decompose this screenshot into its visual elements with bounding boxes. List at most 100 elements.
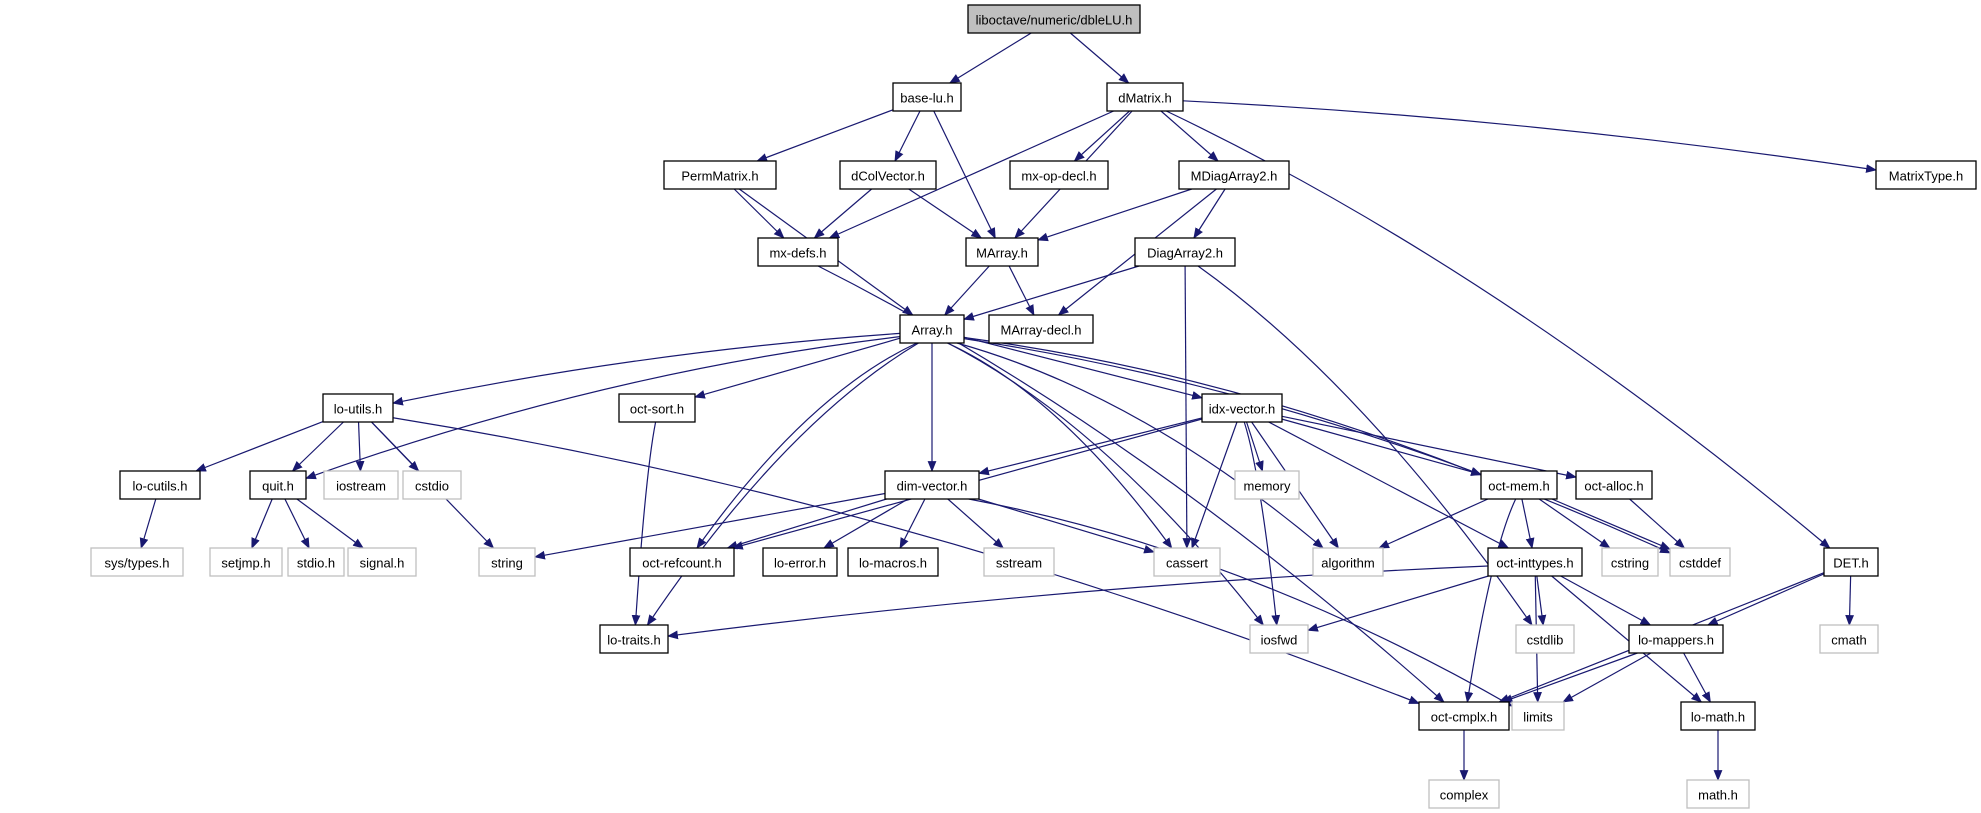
node-label-lo-utils: lo-utils.h	[334, 402, 382, 417]
node-box-oct-cmplx[interactable]	[1418, 701, 1510, 731]
node-box-oct-sort[interactable]	[618, 393, 696, 423]
node-idx-vector[interactable]: idx-vector.h	[1201, 393, 1283, 423]
node-box-Array[interactable]	[899, 314, 965, 344]
node-box-lo-traits[interactable]	[599, 624, 669, 654]
node-label-PermMatrix: PermMatrix.h	[681, 169, 758, 184]
node-box-dim-vector[interactable]	[884, 470, 980, 500]
edge-lo-mappers-to-lo-math	[1683, 652, 1711, 703]
node-box-mx-op-decl[interactable]	[1009, 160, 1109, 190]
edge-quit-to-setjmp	[251, 498, 273, 550]
node-label-string: string	[491, 556, 523, 571]
node-mx-op-decl[interactable]: mx-op-decl.h	[1009, 160, 1109, 190]
node-MArray[interactable]: MArray.h	[965, 237, 1039, 267]
node-box-MArray[interactable]	[965, 237, 1039, 267]
node-label-cstdio: cstdio	[415, 479, 449, 494]
node-label-lo-traits: lo-traits.h	[607, 633, 660, 648]
node-label-iosfwd: iosfwd	[1261, 633, 1298, 648]
edge-root-to-dMatrix	[1069, 32, 1130, 84]
node-box-lo-utils[interactable]	[322, 393, 394, 423]
node-box-lo-error[interactable]	[762, 547, 838, 577]
node-lo-traits[interactable]: lo-traits.h	[599, 624, 669, 654]
node-lo-error[interactable]: lo-error.h	[762, 547, 838, 577]
node-box-lo-macros[interactable]	[847, 547, 939, 577]
node-oct-mem[interactable]: oct-mem.h	[1480, 470, 1558, 500]
node-cmath: cmath	[1819, 624, 1879, 654]
edge-idx-vector-to-oct-inttypes	[1268, 421, 1510, 549]
node-box-oct-refcount[interactable]	[629, 547, 735, 577]
node-MDiagArray2[interactable]: MDiagArray2.h	[1178, 160, 1290, 190]
node-dColVector[interactable]: dColVector.h	[839, 160, 937, 190]
edge-dim-vector-to-oct-refcount	[726, 498, 887, 550]
node-dMatrix[interactable]: dMatrix.h	[1106, 82, 1184, 112]
node-oct-cmplx[interactable]: oct-cmplx.h	[1418, 701, 1510, 731]
node-box-lo-cutils[interactable]	[119, 470, 201, 500]
node-box-memory	[1234, 470, 1300, 500]
edge-dim-vector-to-string	[533, 492, 886, 560]
edge-dim-vector-to-lo-macros	[899, 498, 926, 549]
node-mx-defs[interactable]: mx-defs.h	[757, 237, 839, 267]
node-label-oct-mem: oct-mem.h	[1488, 479, 1549, 494]
node-MatrixType[interactable]: MatrixType.h	[1875, 160, 1977, 190]
node-box-cstddef	[1669, 547, 1731, 577]
edge-oct-inttypes-to-cstdlib	[1536, 575, 1547, 627]
node-box-PermMatrix[interactable]	[663, 160, 777, 190]
node-box-root[interactable]	[967, 4, 1141, 34]
node-base-lu[interactable]: base-lu.h	[892, 82, 962, 112]
node-box-MArray-decl[interactable]	[988, 314, 1094, 344]
node-box-sstream	[983, 547, 1055, 577]
node-label-cstddef: cstddef	[1679, 556, 1721, 571]
node-sstream: sstream	[983, 547, 1055, 577]
node-label-limits: limits	[1523, 710, 1553, 725]
node-box-MatrixType[interactable]	[1875, 160, 1977, 190]
edge-quit-to-stdio	[284, 498, 310, 549]
node-lo-utils[interactable]: lo-utils.h	[322, 393, 394, 423]
node-oct-sort[interactable]: oct-sort.h	[618, 393, 696, 423]
node-box-lo-mappers[interactable]	[1628, 624, 1724, 654]
node-oct-alloc[interactable]: oct-alloc.h	[1575, 470, 1653, 500]
node-oct-refcount[interactable]: oct-refcount.h	[629, 547, 735, 577]
node-root[interactable]: liboctave/numeric/dbleLU.h	[967, 4, 1141, 34]
node-quit[interactable]: quit.h	[249, 470, 307, 500]
node-box-oct-alloc[interactable]	[1575, 470, 1653, 500]
edge-dim-vector-to-limits	[968, 498, 1513, 707]
edge-oct-mem-to-cstring	[1538, 498, 1611, 549]
edge-Array-to-lo-traits	[646, 342, 919, 626]
node-label-memory: memory	[1244, 479, 1291, 494]
node-box-signal	[347, 547, 417, 577]
edge-Array-to-quit	[304, 336, 901, 480]
node-lo-macros[interactable]: lo-macros.h	[847, 547, 939, 577]
node-box-MDiagArray2[interactable]	[1178, 160, 1290, 190]
node-box-oct-mem[interactable]	[1480, 470, 1558, 500]
node-box-quit[interactable]	[249, 470, 307, 500]
node-box-idx-vector[interactable]	[1201, 393, 1283, 423]
node-box-DiagArray2[interactable]	[1134, 237, 1236, 267]
node-box-dMatrix[interactable]	[1106, 82, 1184, 112]
node-lo-mappers[interactable]: lo-mappers.h	[1628, 624, 1724, 654]
node-box-base-lu[interactable]	[892, 82, 962, 112]
node-label-quit: quit.h	[262, 479, 294, 494]
node-label-dMatrix: dMatrix.h	[1118, 91, 1171, 106]
node-PermMatrix[interactable]: PermMatrix.h	[663, 160, 777, 190]
node-DiagArray2[interactable]: DiagArray2.h	[1134, 237, 1236, 267]
node-label-cassert: cassert	[1166, 556, 1208, 571]
node-box-DET[interactable]	[1823, 547, 1879, 577]
node-lo-cutils[interactable]: lo-cutils.h	[119, 470, 201, 500]
node-label-setjmp: setjmp.h	[221, 556, 270, 571]
node-dim-vector[interactable]: dim-vector.h	[884, 470, 980, 500]
node-box-oct-inttypes[interactable]	[1487, 547, 1583, 577]
node-DET[interactable]: DET.h	[1823, 547, 1879, 577]
node-oct-inttypes[interactable]: oct-inttypes.h	[1487, 547, 1583, 577]
node-Array[interactable]: Array.h	[899, 314, 965, 344]
edge-base-lu-to-dColVector	[894, 110, 921, 162]
node-lo-math[interactable]: lo-math.h	[1680, 701, 1756, 731]
node-box-mx-defs[interactable]	[757, 237, 839, 267]
node-box-lo-math[interactable]	[1680, 701, 1756, 731]
node-label-MArray-decl: MArray-decl.h	[1001, 323, 1082, 338]
node-box-iosfwd	[1249, 624, 1309, 654]
edge-idx-vector-to-cassert	[1191, 421, 1238, 550]
node-MArray-decl[interactable]: MArray-decl.h	[988, 314, 1094, 344]
node-box-dColVector[interactable]	[839, 160, 937, 190]
node-iostream: iostream	[323, 470, 399, 500]
node-box-math	[1686, 779, 1750, 809]
